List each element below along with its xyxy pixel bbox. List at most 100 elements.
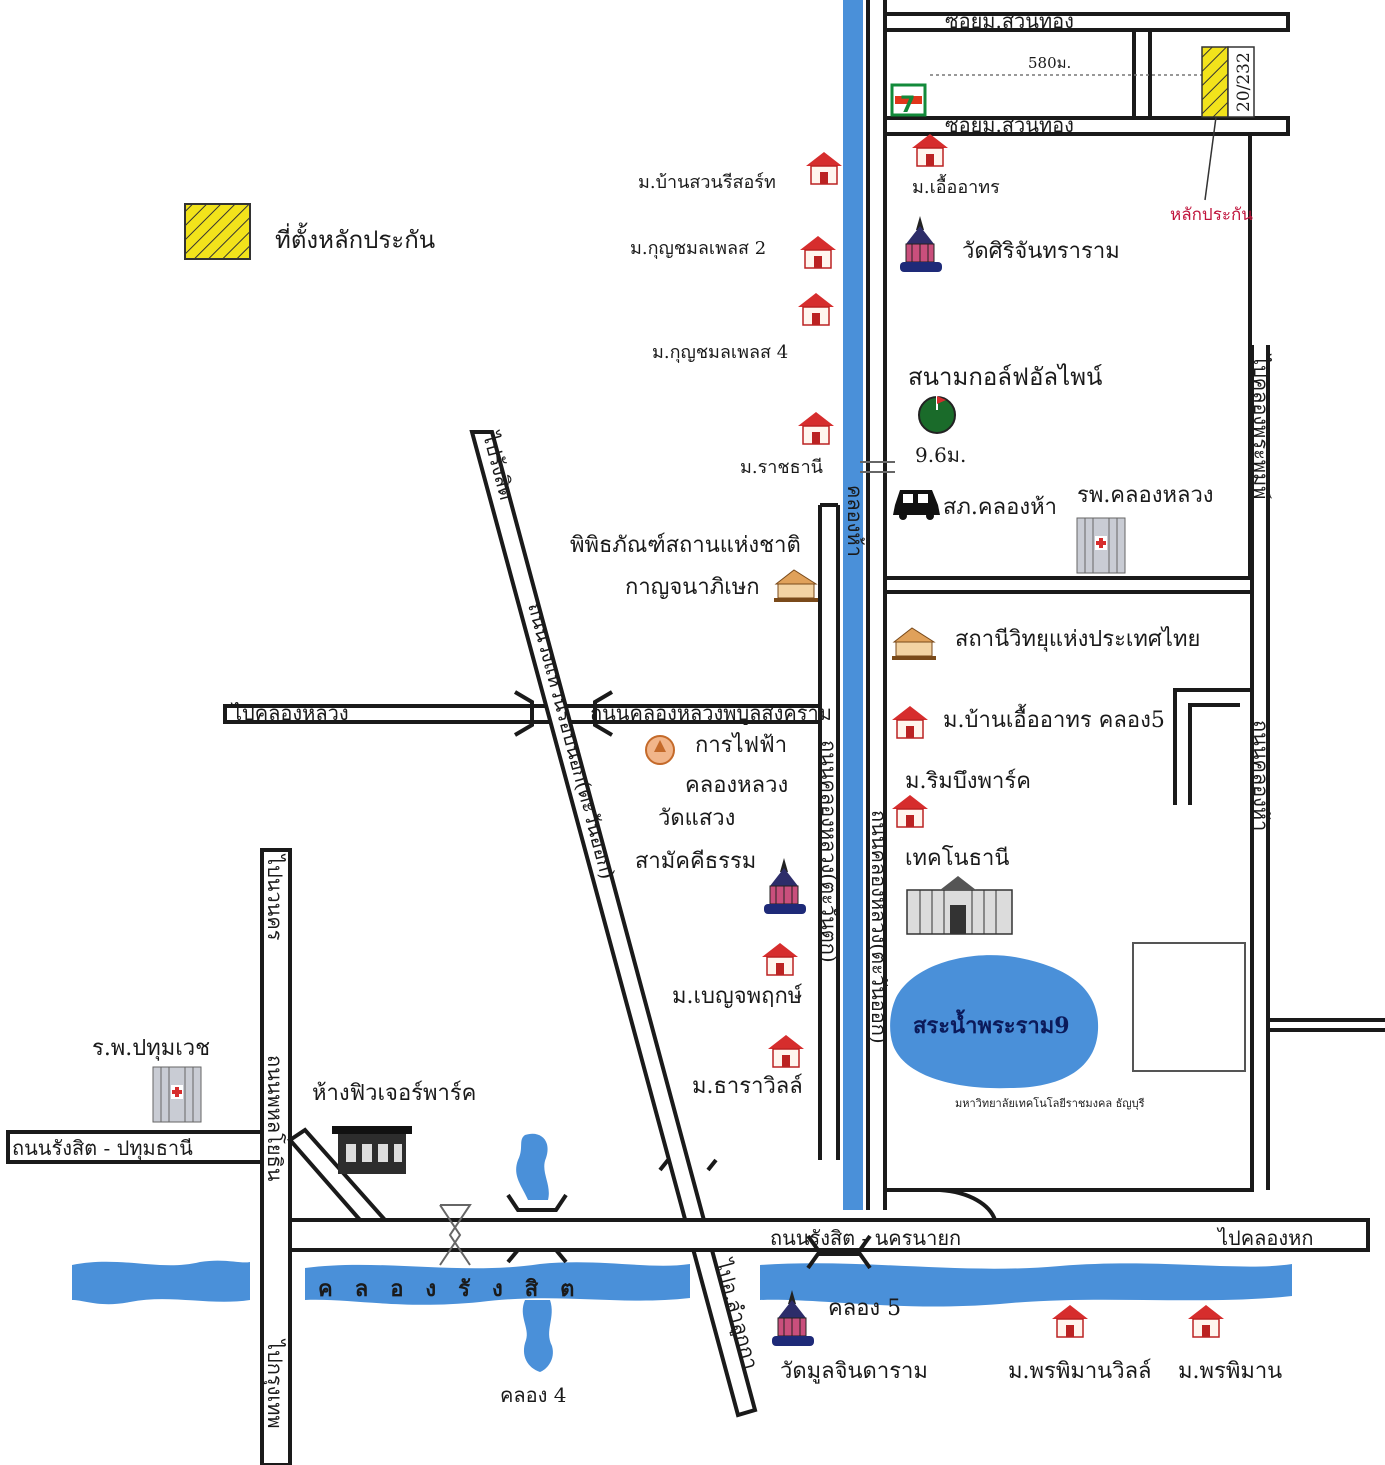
- bridge-khlong-4-south: [506, 1248, 568, 1264]
- place-university: มหาวิทยาลัยเทคโนโลยีราชมงคล ธัญบุรี: [955, 1096, 1145, 1110]
- place-khlong-4: คลอง 4: [500, 1383, 567, 1407]
- collateral-label: หลักประกัน: [1170, 205, 1253, 225]
- label-lamlukka-road: ถนนคลองหลวงพิบูลสงคราม: [590, 701, 832, 726]
- overpass-ramp: [658, 1158, 718, 1172]
- water-features: [72, 0, 1292, 1372]
- house-icon: [1187, 1304, 1225, 1338]
- house-icon: [799, 235, 837, 269]
- canal-west-segment: [72, 1260, 250, 1305]
- rangsit-pathum-road: [6, 1130, 264, 1164]
- distance-580: 580ม.: [1028, 54, 1071, 72]
- bridge-east-north: [806, 1234, 872, 1252]
- collateral-marker: 20/232 หลักประกัน 580ม.: [1028, 46, 1255, 225]
- road-break-symbol-2: [860, 461, 895, 473]
- place-wat-mun: วัดมูลจินดาราม: [780, 1359, 928, 1384]
- outer-ring-road: [469, 430, 758, 1418]
- place-electricity: การไฟฟ้า: [695, 732, 787, 758]
- road-break-symbol: [439, 1204, 472, 1266]
- legend-label: ที่ตั้งหลักประกัน: [275, 222, 435, 254]
- collateral-parcel: [1201, 46, 1229, 118]
- canal-khlong-rangsit: [305, 1262, 690, 1305]
- place-kunyamol-4: ม.กุญชมลเพลส 4: [652, 342, 788, 363]
- temple-icon: [763, 857, 807, 915]
- lake-rama9: [890, 955, 1099, 1089]
- house-icon: [891, 794, 929, 828]
- places: ม.บ้านสวนรีสอร์ท ม.กุญชมลเพลส 2 ม.กุญชมล…: [92, 133, 1282, 1407]
- bridge-east-south: [806, 1252, 872, 1270]
- house-icon: [891, 705, 929, 739]
- canal-khlong-4-north: [516, 1133, 549, 1200]
- label-to-khlong-hok: ไปคลองหก: [1216, 1226, 1313, 1250]
- place-wat-saeng: วัดแสวง: [658, 806, 735, 831]
- overpass-left: [513, 690, 534, 737]
- place-museum-2: กาญจนาภิเษก: [625, 575, 760, 600]
- south-internal-road: [885, 1188, 997, 1221]
- place-khlong-5: คลอง 5: [828, 1296, 901, 1321]
- far-right-connector: [1266, 1018, 1385, 1032]
- place-ua-athorn: ม.เอื้ออาทร: [912, 174, 1000, 198]
- phahon-yothin-road: [260, 848, 292, 1465]
- place-benja: ม.เบญจพฤกษ์: [672, 984, 803, 1009]
- label-to-navanakorn: ไปนวนคร: [263, 853, 287, 941]
- bridge-khlong-4-north: [506, 1193, 568, 1212]
- label-phahon-yothin: ถนนพหลโยธิน: [263, 1055, 287, 1182]
- place-pathumvech: ร.พ.ปทุมเวช: [92, 1036, 210, 1061]
- place-thara: ม.ธาราวิลล์: [692, 1074, 803, 1099]
- label-right-road-2: ถนนคลองห้า: [1249, 720, 1273, 831]
- place-kunyamol-2: ม.กุญชมลเพลส 2: [630, 238, 766, 259]
- place-police: สภ.คลองห้า: [943, 495, 1057, 520]
- place-lake: สระน้ำพระราม9: [913, 1009, 1070, 1039]
- label-right-road-1: ไปคลองพระพิมพ์: [1249, 353, 1273, 499]
- seven-eleven-icon: 7: [890, 83, 927, 118]
- place-ban-suan-resort: ม.บ้านสวนรีสอร์ท: [638, 172, 776, 193]
- mall-icon: [332, 1126, 412, 1174]
- place-phimarn-2: ม.พรพิมาน: [1178, 1359, 1282, 1384]
- university-field: [1132, 942, 1246, 1072]
- place-ratchathani: ม.ราชธานี: [740, 457, 823, 478]
- house-icon: [911, 133, 949, 167]
- block-north: [885, 132, 1252, 580]
- vertical-canal: [843, 0, 863, 1210]
- place-museum: พิพิธภัณฑ์สถานแห่งชาติ: [570, 533, 801, 558]
- house-icon: [797, 411, 835, 445]
- thai-house-icon: [891, 627, 937, 661]
- future-park-link: [286, 1127, 390, 1222]
- place-golf: สนามกอล์ฟอัลไพน์: [908, 363, 1103, 391]
- place-wat-siri: วัดศิริจันทราราม: [962, 239, 1120, 264]
- building-icon: [906, 876, 1013, 935]
- khlong-luang-road: [223, 704, 822, 724]
- temple-icon: [899, 215, 943, 273]
- collateral-address: 20/232: [1234, 52, 1254, 112]
- label-top-soi-1: ซอยม.สวนทอง: [945, 9, 1074, 33]
- thai-house-icon: [773, 569, 819, 603]
- overpass-right: [593, 690, 614, 737]
- label-khlong-luang-west: ถนนคลองหลวง(ตะวันตก): [817, 740, 841, 963]
- place-future-park: ห้างฟิวเจอร์พาร์ค: [312, 1081, 476, 1106]
- hospital-icon: [1076, 517, 1126, 574]
- label-khlong-luang-east: ถนนคลองหลวง(ตะวันออก): [867, 810, 891, 1044]
- label-to-khlong-luang: ไปคลองหลวง: [230, 701, 349, 725]
- svg-text:7: 7: [900, 93, 915, 118]
- collateral-pointer: [1204, 116, 1217, 201]
- road-network: [6, 0, 1385, 1465]
- canal-east-segment: [760, 1263, 1292, 1307]
- place-rimbueng: ม.ริมบึงพาร์ค: [905, 769, 1031, 794]
- place-hospital-kl: รพ.คลองหลวง: [1077, 483, 1214, 508]
- hospital-icon: [152, 1066, 202, 1123]
- legend: ที่ตั้งหลักประกัน: [184, 203, 435, 260]
- label-khlong-rangsit: คลองรังสิต: [318, 1276, 596, 1302]
- collateral-address-box: [1227, 46, 1255, 118]
- electricity-logo-icon: [645, 735, 675, 765]
- house-icon: [805, 151, 843, 185]
- inner-road: [1173, 688, 1252, 805]
- label-rangsit-nakhon: ถนนรังสิต - นครนายก: [770, 1226, 961, 1250]
- police-car-icon: [893, 490, 940, 520]
- house-icon: [797, 292, 835, 326]
- place-technothani: เทคโนธานี: [905, 845, 1009, 871]
- label-outer-ring: ถนนวงแหวนรอบนอก(ตะวันออก): [523, 600, 620, 882]
- distance-9-6: 9.6ม.: [915, 443, 966, 467]
- inner-road-2: [1188, 703, 1240, 805]
- place-phimarn: ม.พรพิมานวิลล์: [1008, 1359, 1152, 1384]
- place-wat-saeng-2: สามัคคีธรรม: [635, 849, 756, 874]
